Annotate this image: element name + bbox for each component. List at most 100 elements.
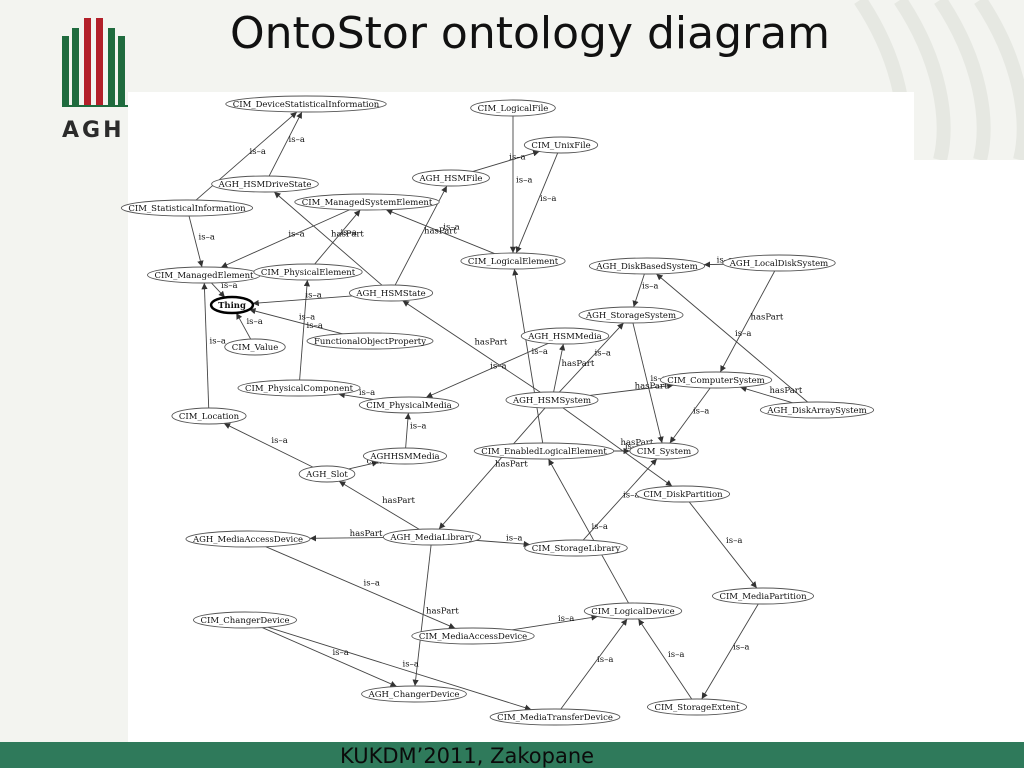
node-cim-storageextent: CIM_StorageExtent <box>646 698 748 716</box>
edge-label: is–a <box>403 659 419 669</box>
edge-hsmstate-thing <box>252 295 353 307</box>
edge-hsmsys-diskpart <box>562 407 673 487</box>
node-ellipse <box>520 327 610 345</box>
edge-value-thing <box>235 312 252 340</box>
edge-label: is–a <box>249 147 265 157</box>
edge-label: is–a <box>597 655 613 665</box>
edge-label: hasPart <box>750 313 783 323</box>
node-cim-unixfile: CIM_UnixFile <box>523 136 599 154</box>
node-cim-enabledlogicalelement: CIM_EnabledLogicalElement <box>473 442 615 460</box>
edge-medlib-aghchanger <box>412 544 432 687</box>
node-label: Thing <box>218 301 246 311</box>
node-cim-storagelibrary: CIM_StorageLibrary <box>524 539 628 557</box>
node-agh-hsmdrivestate: AGH_HSMDriveState <box>211 175 319 193</box>
node-ellipse <box>629 442 699 460</box>
node-agh-medialibrary: AGH_MediaLibrary <box>382 528 482 546</box>
node-ellipse <box>646 698 748 716</box>
footer-bar <box>0 742 1024 768</box>
node-label: AGH_LocalDiskSystem <box>729 259 828 269</box>
node-ellipse <box>294 193 440 211</box>
edge-medlib-medaccdev <box>309 535 384 542</box>
edge-compsys-system <box>669 387 711 444</box>
node-ellipse <box>659 371 773 389</box>
node-cim-changerdevice: CIM_ChangerDevice <box>193 611 297 629</box>
node-ellipse <box>348 284 434 302</box>
edge-slot-location <box>223 422 314 468</box>
node-agh-hsmstate: AGH_HSMState <box>348 284 434 302</box>
node-ellipse <box>711 587 815 605</box>
node-ellipse <box>211 175 319 193</box>
edge-hsmsys-storsys <box>559 322 624 393</box>
edge-phymedia-phycomp <box>338 391 374 400</box>
node-cim-diskpartition: CIM_DiskPartition <box>635 485 731 503</box>
logo-text: AGH <box>62 118 125 143</box>
edge-phycomp-phyel <box>299 279 311 381</box>
edge-aghhsmmedia-phymedia <box>404 412 412 449</box>
node-label: CIM_DeviceStatisticalInformation <box>233 100 380 110</box>
node-label: CIM_StatisticalInformation <box>128 204 246 214</box>
edge-label: is–a <box>246 317 262 327</box>
edge-label: is–a <box>299 313 315 323</box>
node-ellipse <box>588 257 706 275</box>
node-label: AGH_HSMFile <box>419 174 483 184</box>
edge-label: is–a <box>668 650 684 660</box>
node-label: CIM_UnixFile <box>531 141 590 151</box>
node-ellipse <box>505 391 599 409</box>
node-ellipse <box>759 401 875 419</box>
edge-location-managed <box>201 282 210 409</box>
node-ellipse <box>411 627 535 645</box>
edge-label: is–a <box>288 135 304 145</box>
edge-changer-aghchanger <box>262 627 397 687</box>
edge-label: is–a <box>625 442 641 452</box>
node-label: CIM_PhysicalElement <box>261 268 356 278</box>
edge-label: is–a <box>359 388 375 398</box>
edge-label: hasPart <box>474 337 507 347</box>
node-label: AGH_Slot <box>305 470 348 480</box>
node-cim-managedsystemelement: CIM_ManagedSystemElement <box>294 193 440 211</box>
node-label: CIM_MediaTransferDevice <box>497 713 613 723</box>
edge-medlib-slot <box>338 480 420 530</box>
edge-medpart-storext <box>701 603 759 700</box>
node-agh-changerdevice: AGH_ChangerDevice <box>361 685 467 703</box>
node-cim-physicalcomponent: CIM_PhysicalComponent <box>237 379 361 397</box>
node-label: CIM_LogicalDevice <box>591 607 674 617</box>
node-ellipse <box>358 396 460 414</box>
edge-label: is–a <box>332 648 348 658</box>
edge-hsmdrv-devstat <box>268 111 303 177</box>
edge-medaccdev-cimmedacc <box>265 546 456 629</box>
edge-hsmsys-hsmmedia <box>553 343 566 393</box>
edge-hsmsys-compsys <box>589 382 674 396</box>
edge-label: is–a <box>221 281 237 291</box>
node-ellipse <box>209 295 255 315</box>
edge-funcprop-thing <box>249 308 343 335</box>
edge-logdev-enlogel <box>548 458 629 604</box>
edge-label: is–a <box>490 361 506 371</box>
node-label: FunctionalObjectProperty <box>314 337 426 347</box>
node-ellipse <box>193 611 297 629</box>
edge-diskarray-compsys <box>740 385 793 404</box>
node-label: AGH_HSMDriveState <box>218 180 312 190</box>
node-label: CIM_StorageExtent <box>654 703 740 713</box>
node-ellipse <box>523 136 599 154</box>
edge-disksys-storsys <box>632 273 645 308</box>
node-cim-physicalmedia: CIM_PhysicalMedia <box>358 396 460 414</box>
edge-label: hasPart <box>350 529 383 539</box>
node-cim-value: CIM_Value <box>224 338 286 356</box>
edge-label: is–a <box>340 228 356 238</box>
node-label: AGH_MediaLibrary <box>389 533 474 543</box>
edge-phyel-mse <box>314 209 361 265</box>
node-label: CIM_ComputerSystem <box>667 376 764 386</box>
node-ellipse <box>120 199 254 217</box>
edge-hsmstate-hsmdrv <box>273 191 383 286</box>
node-ellipse <box>578 306 684 324</box>
edge-diskpart-medpart <box>688 501 758 589</box>
edge-label: hasPart <box>382 496 415 506</box>
node-agh-hsmfile: AGH_HSMFile <box>412 169 490 187</box>
node-label: AGHHSMMedia <box>369 452 439 462</box>
node-label: CIM_MediaAccessDevice <box>419 632 527 642</box>
node-ellipse <box>460 252 566 270</box>
edge-label: is–a <box>443 223 459 233</box>
agh-logo-icon <box>62 18 128 107</box>
edge-label: is–a <box>733 643 749 653</box>
edge-label: is–a <box>506 533 522 543</box>
